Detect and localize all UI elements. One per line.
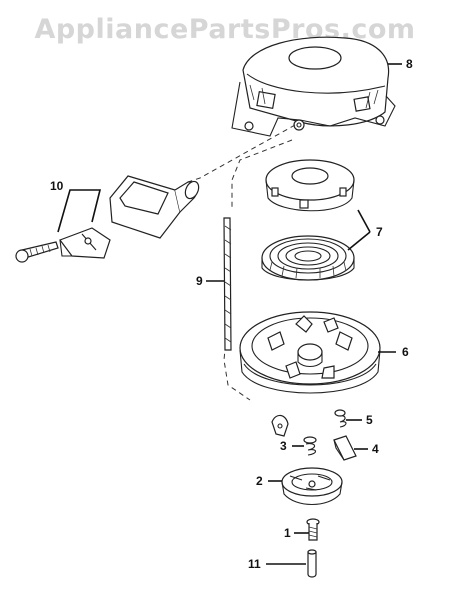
callout-9: 9 xyxy=(196,274,203,288)
pawl-part xyxy=(271,414,289,437)
callout-3: 3 xyxy=(280,439,287,453)
part-10-starter-handle xyxy=(15,175,200,263)
leader-lines xyxy=(57,63,402,565)
part-1-screw xyxy=(306,518,320,541)
part-6-pulley xyxy=(239,311,381,394)
callout-8: 8 xyxy=(406,57,413,71)
part-2-ratchet-cup xyxy=(281,467,343,505)
callout-10: 10 xyxy=(50,179,64,193)
callout-7: 7 xyxy=(376,225,383,239)
part-7-spring-assembly xyxy=(261,159,355,281)
part-3-spring xyxy=(303,436,317,456)
part-11-pin xyxy=(307,549,317,578)
part-5-spring xyxy=(334,409,347,428)
callout-11: 11 xyxy=(248,557,261,571)
callout-4: 4 xyxy=(372,442,379,456)
callout-1: 1 xyxy=(284,526,291,540)
part-9-starter-rope xyxy=(223,217,232,351)
callout-2: 2 xyxy=(256,474,263,488)
callout-5: 5 xyxy=(366,413,373,427)
part-4-friction-plate xyxy=(333,435,357,461)
callout-6: 6 xyxy=(402,345,409,359)
part-8-housing xyxy=(231,36,396,137)
